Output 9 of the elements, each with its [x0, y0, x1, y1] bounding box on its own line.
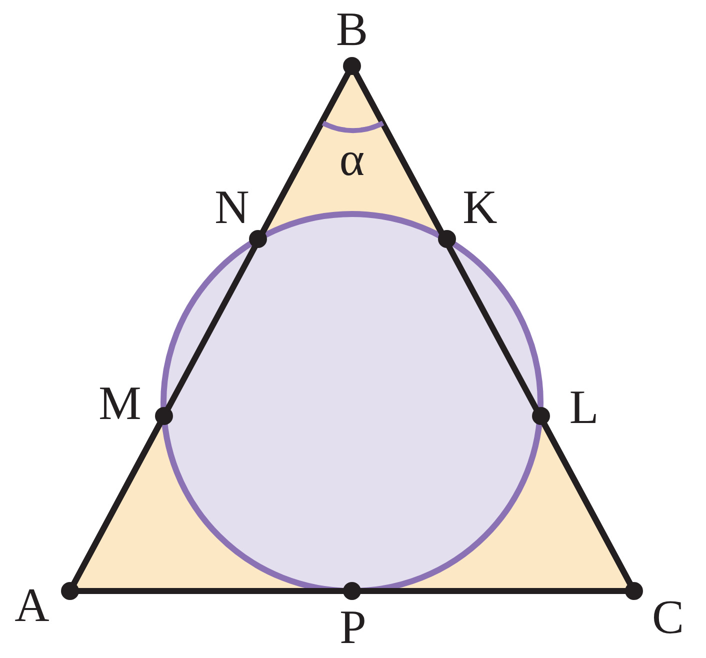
point-label: L: [569, 384, 599, 432]
point-label: C: [652, 594, 684, 642]
point-label: B: [336, 6, 368, 54]
point-label: N: [214, 184, 250, 232]
angle-label: α: [339, 136, 365, 184]
point-label: M: [98, 380, 142, 428]
point-label: A: [14, 582, 50, 630]
point-label: P: [340, 604, 366, 652]
point-label: K: [462, 184, 498, 232]
